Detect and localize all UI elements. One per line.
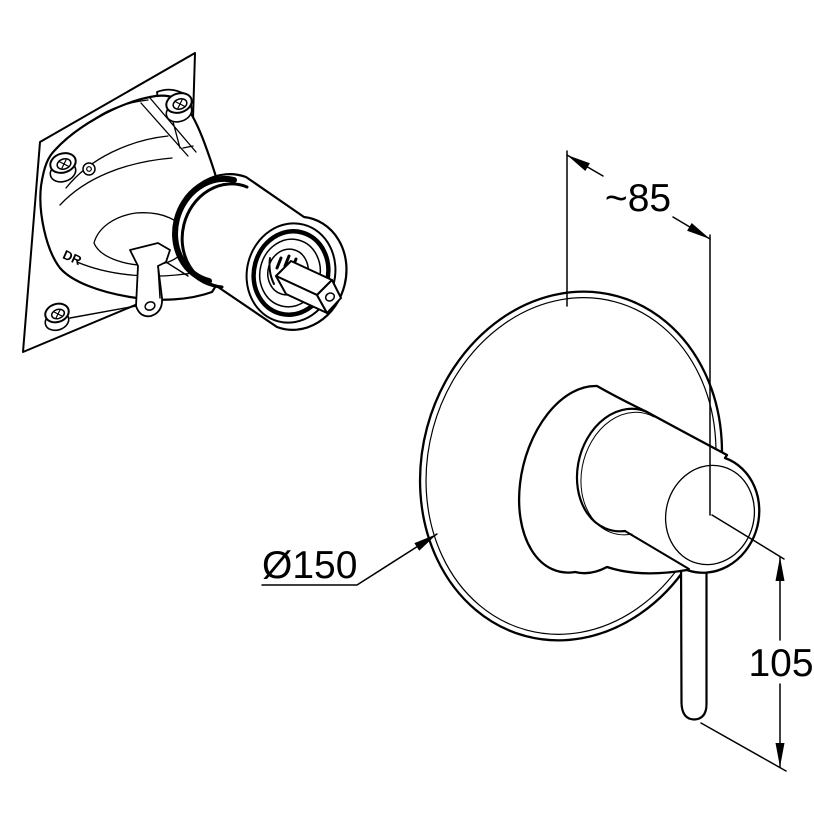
body-contour xyxy=(59,157,173,206)
screw-boss-mid-left xyxy=(49,152,77,183)
hub-seam-arc-thin xyxy=(580,411,655,536)
body-contour xyxy=(76,261,199,277)
arrowhead-icon xyxy=(414,534,437,551)
small-port-ring xyxy=(82,162,96,176)
dimension-height-105: 105 xyxy=(700,514,814,772)
body-web-lines xyxy=(140,97,197,157)
body-marking: DR xyxy=(61,247,85,269)
body-contour xyxy=(65,135,169,189)
knob-front-face xyxy=(664,464,756,566)
body-contour xyxy=(95,99,149,119)
spindle-hole xyxy=(324,292,336,302)
bracket-hole xyxy=(144,301,156,311)
escutcheon-assembly xyxy=(418,290,761,721)
leader-line xyxy=(261,533,438,586)
arrowhead-icon xyxy=(775,743,785,767)
cartridge-spindle xyxy=(275,260,342,314)
dimension-width-85: ~85 xyxy=(566,150,711,516)
collar-band xyxy=(180,182,249,289)
small-port-ring-inner xyxy=(86,166,92,172)
screw-boss-bottom-left xyxy=(44,302,70,332)
arrowhead-icon xyxy=(687,223,710,239)
arrowhead-icon xyxy=(775,557,785,581)
dimension-label-150: Ø150 xyxy=(262,544,357,587)
screw-boss-top-right xyxy=(165,92,193,123)
dimensions: ~85 Ø150 105 xyxy=(261,150,814,772)
bracket-lines xyxy=(69,261,189,319)
mechanism-arc xyxy=(268,257,275,285)
knob-bottom-edge xyxy=(624,530,690,570)
dimension-label-85: ~85 xyxy=(605,177,671,220)
concealed-valve-assembly: DR xyxy=(22,52,348,353)
collar-band xyxy=(172,175,237,284)
dimension-label-105: 105 xyxy=(748,642,813,685)
extension-line xyxy=(700,722,787,772)
arrowhead-icon xyxy=(567,155,590,171)
hub-seam-arc xyxy=(575,407,649,533)
dimension-diameter-150: Ø150 xyxy=(261,533,438,587)
extension-line xyxy=(711,514,785,560)
handle-lever xyxy=(679,550,708,721)
handle-hub xyxy=(517,384,761,575)
